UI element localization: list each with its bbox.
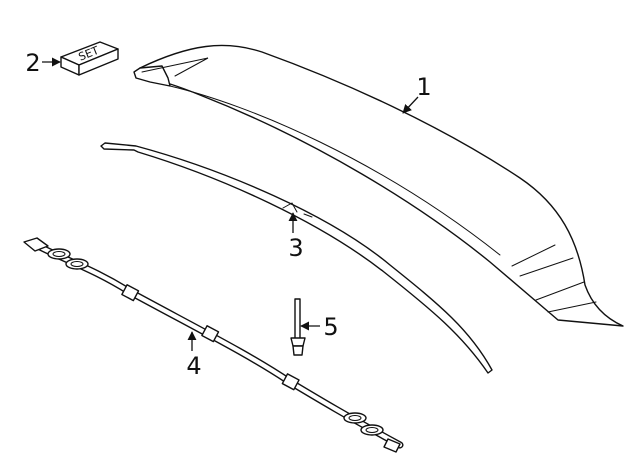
callout-2: 2 bbox=[25, 49, 40, 77]
wiring-harness bbox=[23, 237, 404, 453]
callout-3: 3 bbox=[288, 234, 303, 262]
pin-clip bbox=[290, 298, 306, 356]
callout-1-leader bbox=[402, 96, 419, 114]
callout-1: 1 bbox=[416, 73, 431, 101]
set-box: SET bbox=[60, 41, 119, 76]
seal-strip bbox=[100, 142, 493, 374]
callout-4: 4 bbox=[186, 352, 201, 380]
spoiler bbox=[133, 44, 624, 327]
callout-5: 5 bbox=[323, 313, 338, 341]
